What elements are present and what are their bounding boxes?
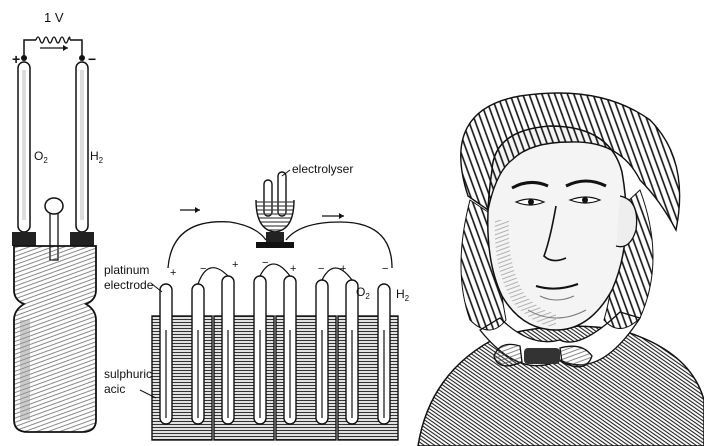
electrolyser-label: electrolyser [292,162,353,176]
arrow-icon [339,213,344,219]
arrow-head-icon [63,45,68,51]
stopcock-left [12,232,36,246]
sign-minus-4: − [382,263,388,275]
wire-top-right [286,222,392,268]
gas-battery-diagram: electrolyser [104,162,410,440]
sign-plus-4: + [340,263,346,275]
negative-terminal: − [88,51,96,67]
stopcock-right [70,232,94,246]
hydrogen-label: H2 [90,149,104,165]
portrait-engraving-icon [418,93,704,446]
coil-icon [36,37,70,43]
sign-minus-3: − [318,263,324,275]
sulphuric-acid-label-2: acic [104,382,125,396]
cell-connectors [198,264,352,284]
sign-plus-2: + [232,259,238,271]
wire-right [70,40,82,56]
wire-top-left [168,222,266,268]
reservoir-bulb [45,198,63,214]
bow-tie-knot [524,348,560,364]
arrow-icon [195,207,200,213]
oxygen-gas-label: O2 [356,285,370,301]
sign-minus-1: − [200,263,206,275]
acid-cells [152,316,398,440]
hofmann-voltameter: 1 V + − O2 H2 [12,10,104,432]
sulphuric-acid-label-1: sulphuric [104,367,152,381]
sign-plus-3: + [290,263,296,275]
sign-plus-1: + [170,267,176,279]
terminal-dot-left [21,55,27,61]
terminal-dot-right [79,55,85,61]
platinum-electrode-label-2: electrode [104,278,154,292]
voltage-label: 1 V [44,10,64,25]
wire-left [24,40,36,56]
hydrogen-gas-label: H2 [396,287,410,303]
oxygen-label: O2 [34,149,48,165]
platinum-electrode-label-1: platinum [104,263,149,277]
sign-minus-2: − [262,257,268,269]
